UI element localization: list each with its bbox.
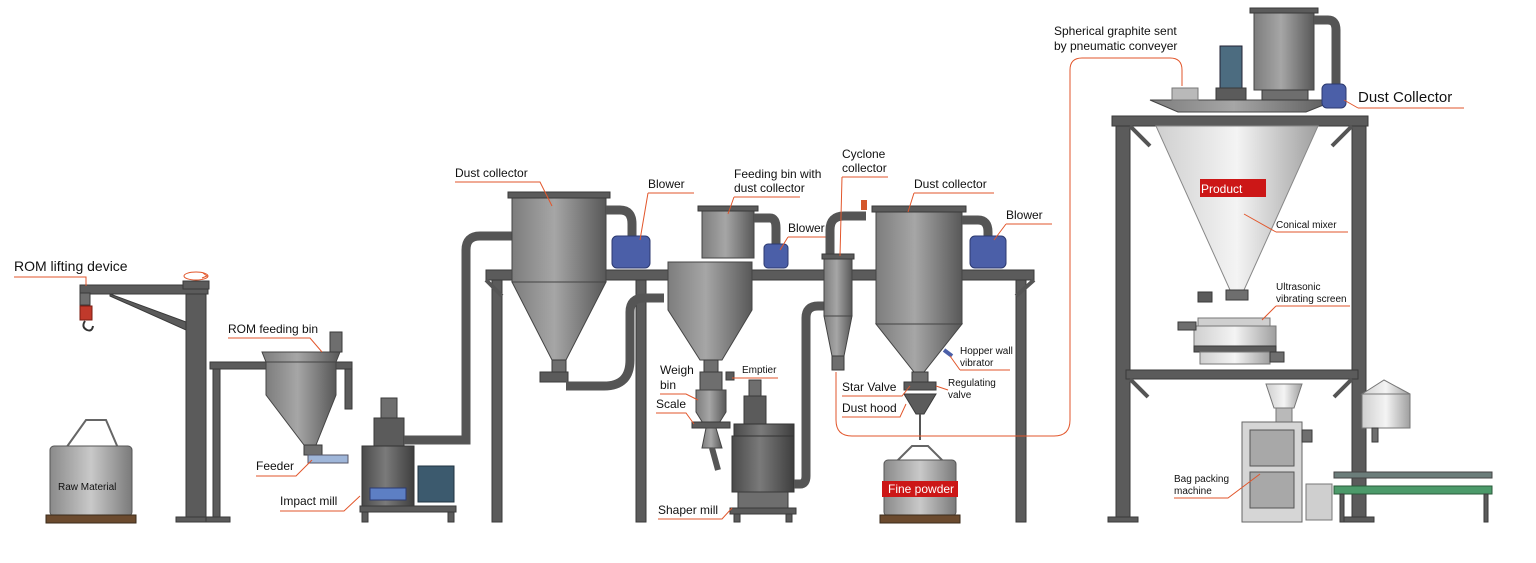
label-spherical-1: Spherical graphite sent <box>1054 24 1177 38</box>
leader-dust-collector-big <box>1343 99 1464 109</box>
label-shaper-mill: Shaper mill <box>658 503 718 517</box>
label-bag-packing-1: Bag packing <box>1174 474 1229 485</box>
label-feeding-bin-1: Feeding bin with <box>734 167 821 181</box>
leader-feeder <box>256 459 313 477</box>
leader-conical-mixer <box>1243 213 1348 233</box>
label-blower-2: Blower <box>788 221 825 235</box>
label-blower-3: Blower <box>1006 208 1043 222</box>
leader-regulating <box>935 385 949 391</box>
leader-blower-2 <box>779 236 830 251</box>
product-badge <box>1200 179 1266 197</box>
leader-dust-collector-2 <box>907 192 994 213</box>
leader-blower-3 <box>993 223 1052 241</box>
leader-rom-lifting <box>14 276 87 286</box>
label-spherical-2: by pneumatic conveyer <box>1054 39 1177 53</box>
label-hopper-1: Hopper wall <box>960 346 1013 357</box>
dust-collector-1 <box>507 191 664 391</box>
label-hopper-2: vibrator <box>960 358 994 369</box>
leader-bag-packing <box>1174 473 1261 499</box>
label-raw-material: Raw Material <box>58 482 116 493</box>
rom-feeding-bin <box>205 331 353 523</box>
label-conical-mixer: Conical mixer <box>1276 220 1337 231</box>
ultrasonic-screen <box>1177 317 1285 365</box>
shaper-mill <box>729 301 826 523</box>
leader-rom-feeding-bin <box>228 337 323 353</box>
leader-weigh-bin <box>660 393 699 401</box>
fine-powder-bag <box>879 445 961 524</box>
leader-impact-mill <box>280 495 361 512</box>
leader-blower-1 <box>639 192 694 241</box>
feeding-bin-dust-collector <box>667 205 789 373</box>
leader-dust-collector-1 <box>455 181 553 207</box>
label-weigh-2: bin <box>660 378 676 392</box>
label-fine-powder: Fine powder <box>888 482 954 496</box>
label-blower-1: Blower <box>648 177 685 191</box>
label-regulating-2: valve <box>948 390 972 401</box>
label-dust-collector-2: Dust collector <box>914 177 987 191</box>
label-ultrasonic-1: Ultrasonic <box>1276 282 1320 293</box>
label-ultrasonic-2: vibrating screen <box>1276 294 1347 305</box>
label-dust-hood: Dust hood <box>842 401 897 415</box>
pneumatic-conveyer-line <box>835 57 1183 437</box>
raw-material-bag <box>45 419 137 524</box>
label-cyclone-2: collector <box>842 161 887 175</box>
label-bag-packing-2: machine <box>1174 486 1212 497</box>
leader-shaper-mill <box>658 507 733 520</box>
label-rom-lifting: ROM lifting device <box>14 258 128 274</box>
leader-hopper <box>949 355 1010 371</box>
label-product: Product <box>1201 182 1243 196</box>
label-rom-feeding-bin: ROM feeding bin <box>228 322 318 336</box>
leader-cyclone <box>839 176 888 257</box>
big-dust-collector <box>1149 7 1347 113</box>
label-scale: Scale <box>656 397 686 411</box>
impact-mill <box>359 231 512 523</box>
label-impact-mill: Impact mill <box>280 494 337 508</box>
main-platform <box>484 269 1036 523</box>
conical-mixer <box>1155 125 1319 303</box>
label-feeder: Feeder <box>256 459 294 473</box>
leader-feeding-bin <box>727 196 800 215</box>
bag-packing-machine <box>1241 379 1493 523</box>
label-cyclone-1: Cyclone <box>842 147 886 161</box>
leader-scale <box>656 412 695 425</box>
leader-star-valve <box>842 385 911 397</box>
weigh-bin <box>691 371 735 471</box>
label-star-valve: Star Valve <box>842 380 897 394</box>
label-dust-collector-1: Dust collector <box>455 166 528 180</box>
rom-lifting-device <box>79 271 217 523</box>
label-regulating-1: Regulating <box>948 378 996 389</box>
label-dust-collector-big: Dust Collector <box>1358 89 1452 106</box>
label-emptier: Emptier <box>742 365 777 376</box>
fine-powder-badge <box>882 481 958 497</box>
cyclone-collector <box>821 200 867 371</box>
leader-dust-hood <box>842 403 907 418</box>
label-weigh-1: Weigh <box>660 363 694 377</box>
label-feeding-bin-2: dust collector <box>734 181 805 195</box>
leader-ultrasonic <box>1261 305 1350 321</box>
